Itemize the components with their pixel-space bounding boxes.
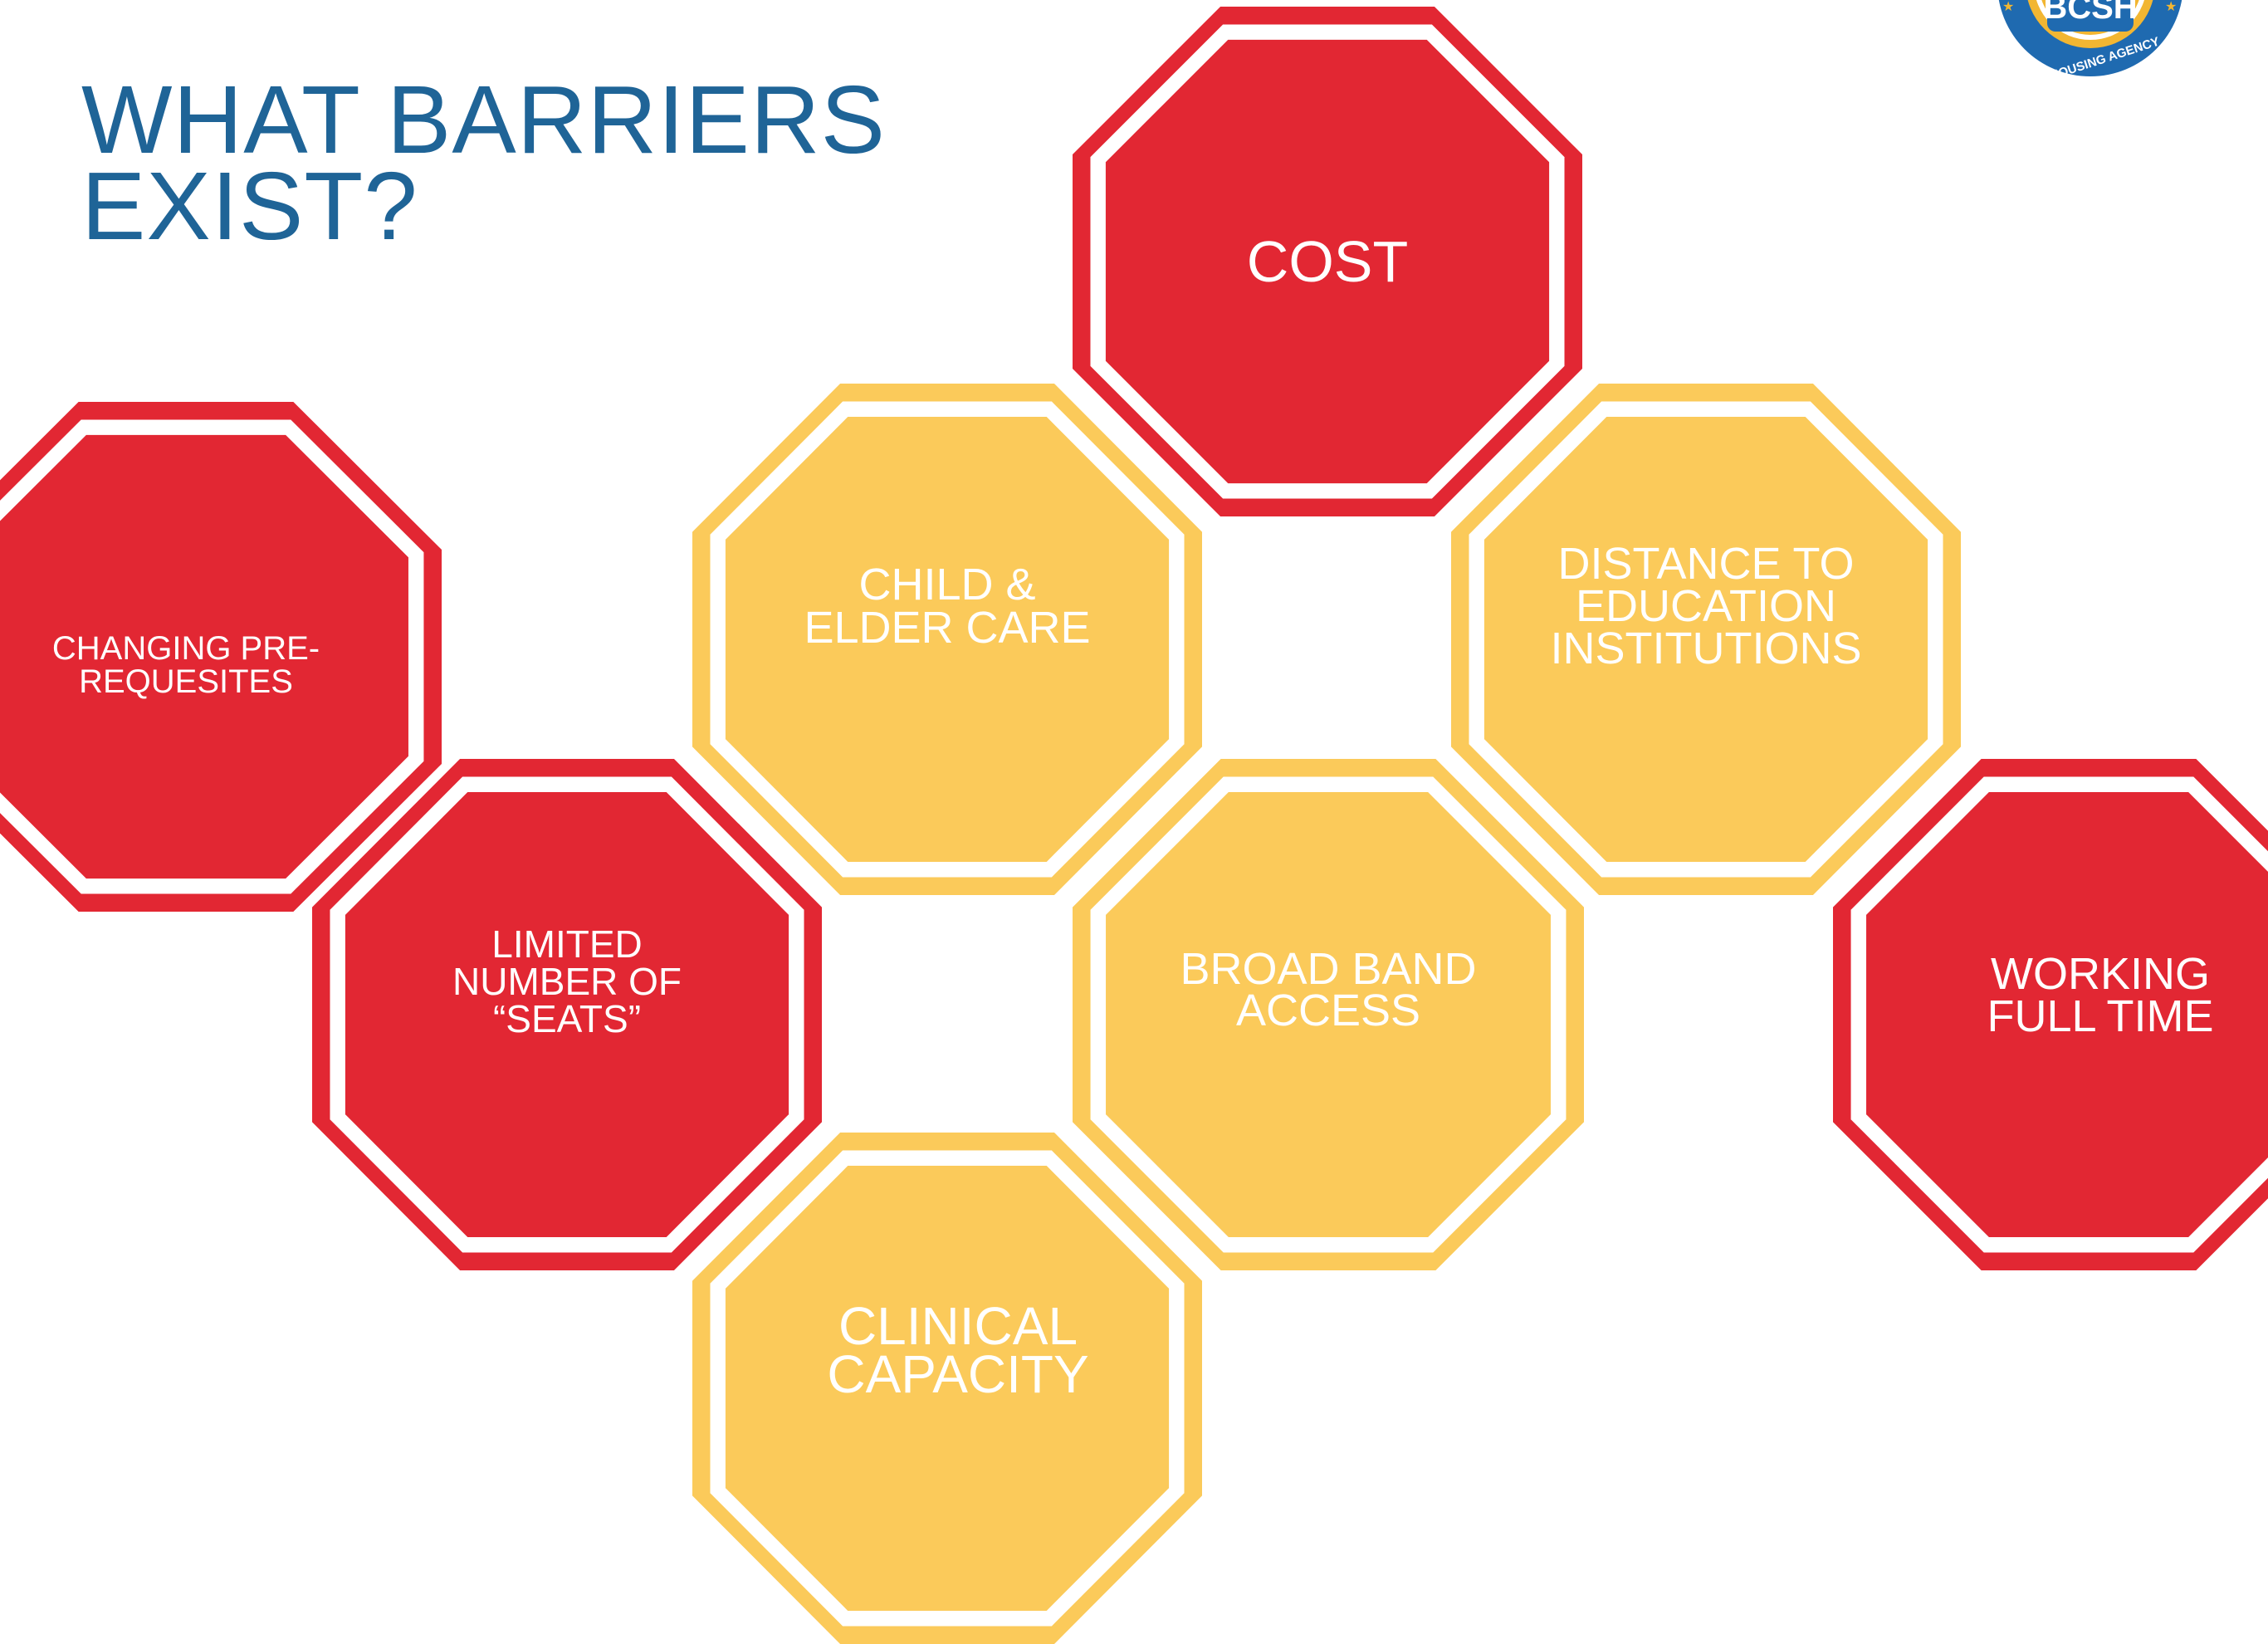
barrier-label-line: “SEATS” [492, 996, 642, 1040]
logo-seal-icon [1993, 0, 2187, 81]
barrier-cost: COST [1073, 7, 1582, 516]
barrier-distance-to-education: DISTANCE TO EDUCATION INSTITUTIONS [1451, 384, 1961, 895]
logo-star-icon: ★ [2002, 0, 2015, 14]
barrier-working-full-time: WORKING FULL TIME [1833, 759, 2268, 1270]
page-title: WHAT BARRIERS EXIST? [81, 66, 887, 260]
octagon-shape [0, 402, 442, 912]
octagon-shape [312, 759, 822, 1270]
octagon-shape [692, 384, 1202, 895]
barrier-label: BROAD BAND ACCESS [1073, 759, 1584, 1270]
barrier-changing-prerequisites: CHANGING PRE- REQUESITES [0, 402, 442, 912]
octagon-shape [1073, 7, 1582, 516]
barrier-label-line: NUMBER OF [452, 959, 682, 1003]
barrier-clinical-capacity: CLINICAL CAPACITY [692, 1133, 1202, 1644]
barrier-label: WORKING FULL TIME [1833, 759, 2268, 1270]
octagon-shape [1833, 759, 2268, 1270]
octagon-shape [1451, 384, 1961, 895]
octagon-shape [1073, 759, 1584, 1270]
barrier-label-line: EDUCATION [1575, 580, 1836, 631]
barrier-broadband-access: BROAD BAND ACCESS [1073, 759, 1584, 1270]
barrier-label-line: CHILD & [858, 560, 1036, 609]
title-line-1: WHAT BARRIERS [81, 66, 887, 174]
barrier-label: CHILD & ELDER CARE [692, 384, 1202, 895]
barrier-label-line: BROAD BAND [1180, 944, 1477, 994]
barrier-label-line: CAPACITY [827, 1344, 1089, 1404]
logo-star-icon: ★ [2165, 0, 2178, 14]
barrier-label-line: WORKING [1991, 949, 2210, 999]
title-line-2: EXIST? [81, 152, 418, 260]
barrier-label-line: COST [1246, 229, 1409, 294]
barrier-label-line: CHANGING PRE- [51, 630, 320, 667]
barrier-label-line: CLINICAL [838, 1296, 1078, 1356]
barrier-label-line: LIMITED [491, 922, 643, 966]
barrier-label-line: ELDER CARE [804, 603, 1091, 653]
barrier-label: LIMITED NUMBER OF “SEATS” [312, 759, 822, 1270]
barrier-label-line: FULL TIME [1987, 991, 2214, 1041]
barrier-label-line: REQUESITES [79, 663, 293, 700]
barrier-label-line: ACCESS [1235, 986, 1421, 1035]
barrier-limited-seats: LIMITED NUMBER OF “SEATS” [312, 759, 822, 1270]
barrier-label: CLINICAL CAPACITY [692, 1133, 1202, 1644]
barrier-child-elder-care: CHILD & ELDER CARE [692, 384, 1202, 895]
barrier-label: COST [1073, 7, 1582, 516]
logo-top-text: BCSH [2043, 0, 2138, 26]
agency-logo: BCSH AND HOUSING AGENCY ★ ★ [1991, 0, 2190, 93]
barrier-label-line: DISTANCE TO [1557, 538, 1855, 589]
barrier-label: CHANGING PRE- REQUESITES [0, 402, 442, 912]
barrier-label: DISTANCE TO EDUCATION INSTITUTIONS [1451, 384, 1961, 895]
barrier-label-line: INSTITUTIONS [1550, 623, 1862, 673]
